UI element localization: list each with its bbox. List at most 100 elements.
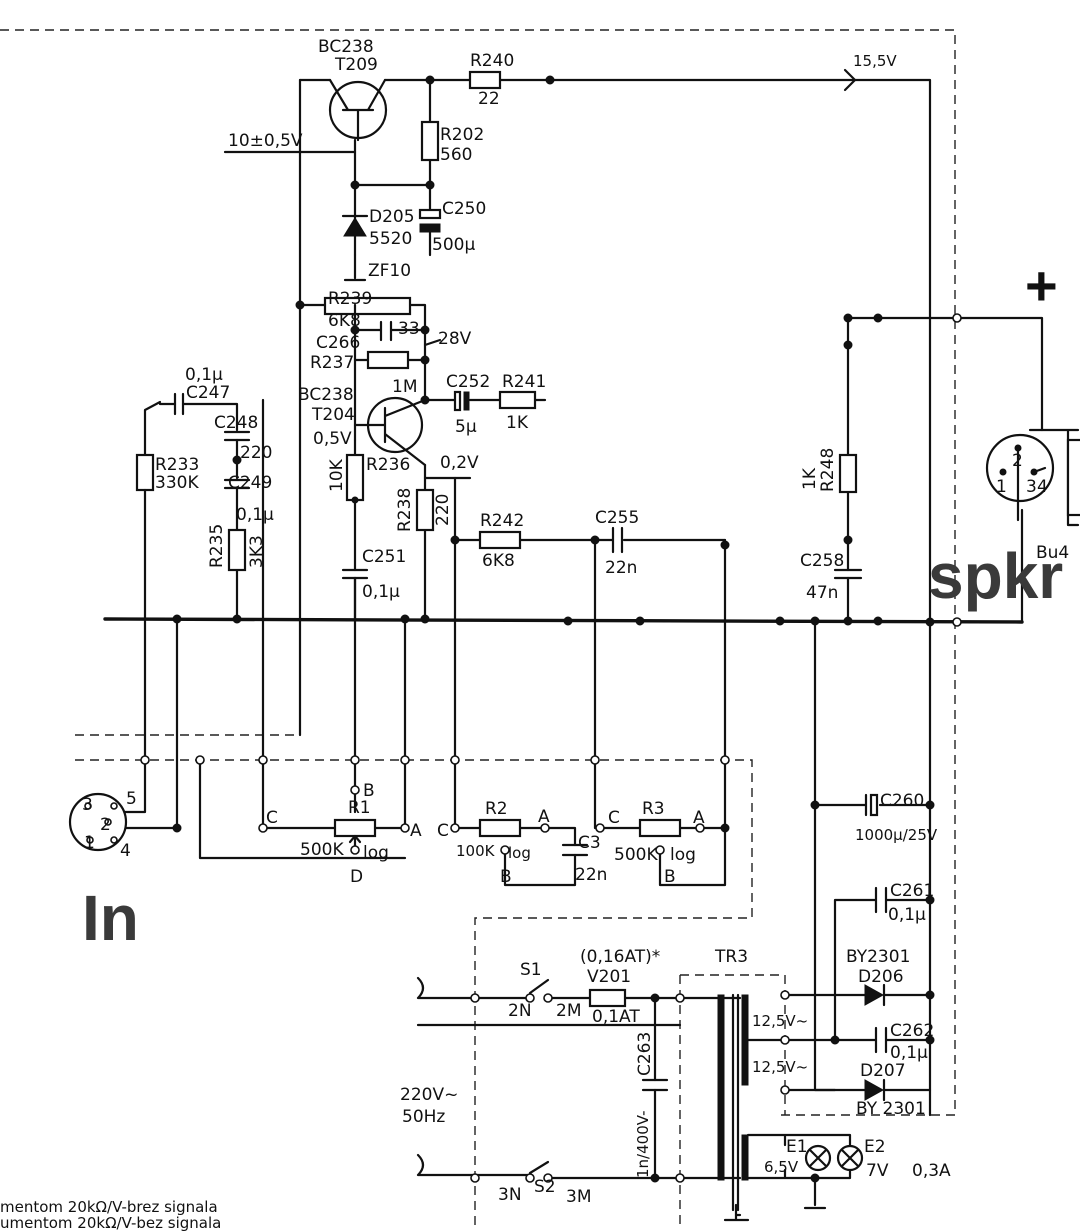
reg-voltage: 10±0,5V: [228, 131, 303, 151]
din-pin-5: 5: [126, 789, 137, 809]
r235-ref: R235: [207, 524, 227, 568]
c251-value: 0,1μ: [362, 582, 400, 602]
regulator-section: [223, 68, 932, 1117]
t204-base-voltage: 0,5V: [313, 429, 352, 449]
r2-ref: R2: [485, 799, 508, 819]
r242-value: 6K8: [482, 551, 515, 571]
speaker-socket-bu4: [985, 428, 1080, 527]
d205-type: ZF10: [368, 261, 411, 281]
d207-ref: D207: [860, 1061, 906, 1081]
r233-ref: R233: [155, 455, 199, 475]
r235-value: 3K3: [247, 535, 267, 568]
r202-ref: R202: [440, 125, 484, 145]
din-pin-4: 4: [120, 841, 131, 861]
resistor-r235: [227, 528, 247, 572]
capacitor-c250: [418, 208, 442, 220]
c247-ref: C247: [186, 383, 230, 403]
footnote-line-1: mentom 20kΩ/V-brez signala: [0, 1198, 218, 1216]
c3-ref: C3: [578, 833, 601, 853]
v201-ref: V201: [587, 967, 631, 987]
fuse-v201: [588, 988, 627, 1008]
r3-ref: R3: [642, 799, 665, 819]
c250-ref: C250: [442, 199, 486, 219]
c260-value: 1000μ/25V: [855, 826, 938, 844]
r241-ref: R241: [502, 372, 546, 392]
bu4-pin3: 3: [1026, 477, 1037, 497]
bu4-pin2: 2: [1012, 451, 1023, 471]
r3-value: 500K: [614, 845, 658, 865]
tr3-ref: TR3: [714, 947, 748, 967]
r1-pin-b: B: [363, 781, 375, 801]
t204-ref: T204: [311, 405, 355, 425]
labels: 15,5V BC238 T209 R240 22 10±0,5V R202 56…: [0, 37, 1069, 1232]
c260-ref: C260: [880, 791, 924, 811]
d205-value: 5520: [369, 229, 412, 249]
r2-pin-a: A: [538, 807, 550, 827]
resistor-r240: [468, 70, 502, 90]
c255-value: 22n: [605, 558, 637, 578]
r237-ref: R237: [310, 353, 354, 373]
r241-value: 1K: [506, 413, 529, 433]
resistor-r202: [420, 120, 440, 162]
lamp-e2: [836, 1144, 864, 1172]
t209-ref: T209: [334, 55, 378, 75]
r233-value: 330K: [155, 473, 199, 493]
c261-value: 0,1μ: [888, 905, 926, 925]
c255-ref: C255: [595, 508, 639, 528]
junction-dots: [172, 75, 935, 1183]
r3-pin-b: B: [664, 867, 676, 887]
d205-ref: D205: [369, 207, 415, 227]
c252-ref: C252: [446, 372, 490, 392]
pot-r3: [638, 818, 682, 838]
c252-value: 5μ: [455, 417, 477, 437]
t204-type: BC238: [298, 385, 354, 405]
e1-ref: E1: [786, 1137, 808, 1157]
e2-value: 7V: [866, 1161, 889, 1181]
tone-volume-controls: [261, 758, 727, 887]
d206-ref: D206: [858, 967, 904, 987]
c249-ref: C249: [228, 473, 272, 493]
s2-pin-3m: 3M: [566, 1187, 591, 1207]
c261-ref: C261: [890, 881, 934, 901]
power-supply: [416, 617, 932, 1222]
r236-ref: R236: [366, 455, 410, 475]
r240-ref: R240: [470, 51, 514, 71]
r2-pin-b: B: [500, 867, 512, 887]
r238-value: 220: [433, 494, 453, 526]
r236-value: 10K: [327, 458, 347, 492]
capacitor-c252: [453, 390, 462, 412]
secondary-voltage-1: 12,5V~: [752, 1012, 808, 1030]
resistor-r236: [345, 453, 365, 502]
ground-bus: [103, 508, 1024, 624]
r2-pin-c: C: [437, 821, 449, 841]
din-pin-3: 3: [82, 795, 93, 815]
footnote-line-2: umentom 20kΩ/V-bez signala: [0, 1214, 221, 1232]
s1-ref: S1: [520, 960, 542, 980]
resistor-r248: [838, 453, 858, 494]
bu4-pin1: 1: [996, 477, 1007, 497]
t209-type: BC238: [318, 37, 374, 57]
pot-r1: [333, 818, 377, 838]
zener-d205: [343, 217, 367, 237]
c266-value: 33: [398, 319, 420, 339]
c251-ref: C251: [362, 547, 406, 567]
r1-taper: log: [363, 843, 389, 863]
mains-voltage: 220V~: [400, 1085, 458, 1105]
c247-value: 0,1μ: [185, 365, 223, 385]
pot-r2: [478, 818, 522, 838]
r3-pin-c: C: [608, 808, 620, 828]
switch-s2: [528, 1160, 550, 1175]
resistor-r233: [135, 453, 155, 492]
rail-voltage: 15,5V: [853, 52, 897, 70]
open-terminals: [140, 313, 962, 1183]
v201-rating: 0,1AT: [592, 1007, 640, 1027]
c248-value: 220: [240, 443, 272, 463]
lamp-current: 0,3A: [912, 1161, 951, 1181]
c258-value: 47n: [806, 583, 838, 603]
secondary-voltage-2: 12,5V~: [752, 1058, 808, 1076]
bu4-ref: Bu4: [1036, 543, 1069, 563]
r2-taper: log: [508, 844, 531, 862]
t204-stage: [298, 296, 727, 762]
e1-value: 6,5V: [764, 1158, 799, 1176]
transformer-tr3: [717, 993, 787, 1222]
